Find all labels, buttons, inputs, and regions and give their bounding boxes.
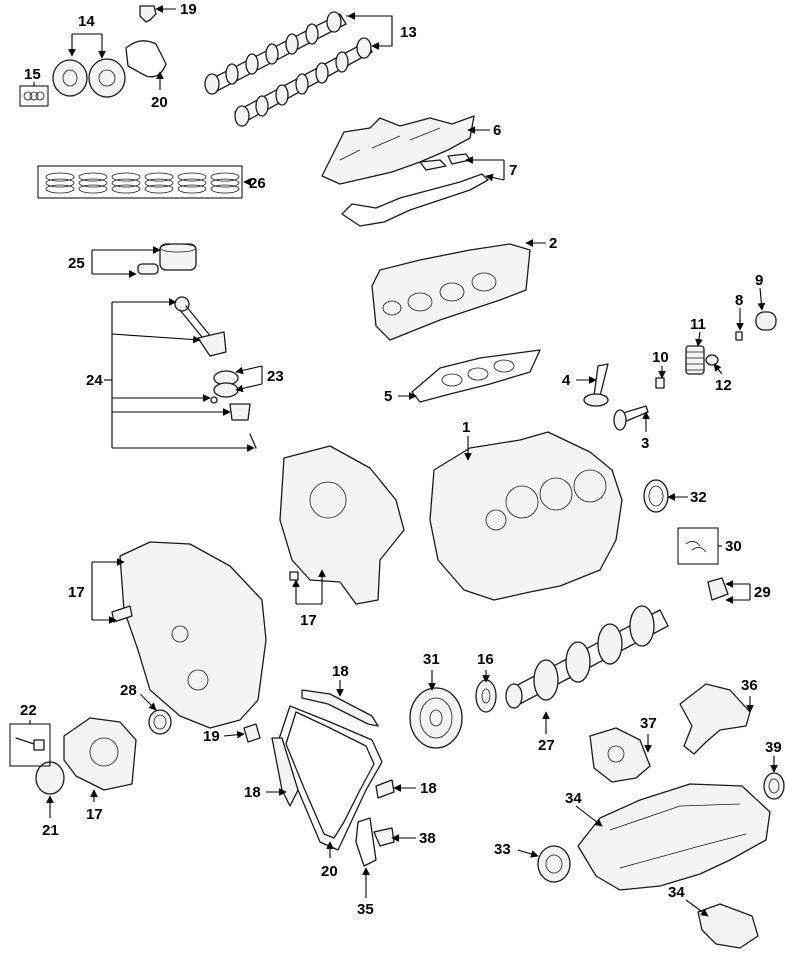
callout-6: 6 — [493, 122, 501, 139]
callout-24: 24 — [86, 372, 103, 389]
spring-seat — [705, 354, 719, 366]
timing-cover-inner — [279, 445, 405, 605]
valve-lifter — [755, 311, 777, 331]
callout-28: 28 — [120, 682, 137, 699]
pump-rotor — [35, 761, 65, 795]
callout-25: 25 — [68, 255, 85, 272]
thrust-bearing — [707, 577, 729, 601]
callout-17-inner: 17 — [300, 612, 317, 629]
callout-36: 36 — [741, 677, 758, 694]
head-gasket — [411, 349, 541, 403]
callout-14: 14 — [78, 13, 95, 30]
callout-12: 12 — [715, 377, 732, 394]
chain-tensioner-guide — [375, 779, 395, 799]
o-ring-set — [19, 85, 49, 107]
crank-pulley — [409, 687, 463, 749]
callout-27: 27 — [538, 737, 555, 754]
engine-block — [429, 431, 623, 601]
callout-21: 21 — [42, 822, 59, 839]
callout-3: 3 — [641, 435, 649, 452]
callout-4: 4 — [562, 372, 571, 389]
callout-13: 13 — [400, 24, 417, 41]
callout-39: 39 — [765, 739, 782, 756]
chain-guide-lower — [271, 737, 299, 807]
piston — [137, 243, 197, 275]
valve-seal — [655, 377, 665, 389]
cam-sprocket-left — [52, 59, 88, 97]
callout-31: 31 — [423, 651, 440, 668]
callout-34-upper: 34 — [565, 790, 582, 807]
callout-18-upper: 18 — [332, 663, 349, 680]
crankshaft — [505, 605, 669, 709]
callout-18-right: 18 — [420, 780, 437, 797]
callout-16: 16 — [477, 651, 494, 668]
callout-15: 15 — [24, 66, 41, 83]
callout-37: 37 — [640, 715, 657, 732]
oil-pump-housing — [63, 717, 137, 791]
callout-19-lower: 19 — [203, 728, 220, 745]
camshaft-upper — [204, 11, 347, 95]
main-bearing-set — [677, 527, 719, 565]
callout-26: 26 — [249, 175, 266, 192]
callout-29: 29 — [754, 584, 771, 601]
timing-cover-outer — [111, 541, 267, 729]
mount-bracket — [679, 683, 751, 755]
oil-filter-adapter — [537, 845, 571, 883]
cylinder-head — [371, 243, 531, 341]
connecting-rod — [174, 296, 257, 449]
oil-pan-upper — [577, 783, 771, 891]
callout-32: 32 — [690, 489, 707, 506]
callout-34-lower: 34 — [668, 884, 685, 901]
piston-ring-set — [37, 165, 243, 199]
valve-cover-gasket — [341, 153, 489, 227]
callout-10: 10 — [652, 349, 669, 366]
callout-22: 22 — [20, 702, 37, 719]
callout-18-left: 18 — [244, 784, 261, 801]
valve-cover — [321, 115, 475, 185]
leader-lines — [29, 5, 778, 917]
pump-seal — [763, 772, 785, 800]
oil-pump — [589, 727, 651, 783]
callout-23: 23 — [267, 368, 284, 385]
callout-8: 8 — [735, 292, 743, 309]
callout-17-outer: 17 — [68, 584, 85, 601]
cover-gasket — [125, 40, 167, 78]
valve-keeper — [735, 331, 743, 341]
valve-spring — [685, 345, 705, 375]
secondary-chain — [355, 817, 377, 867]
camshaft-lower — [234, 37, 373, 127]
callout-11: 11 — [690, 316, 706, 333]
exhaust-valve — [613, 405, 649, 431]
callout-5: 5 — [384, 388, 392, 405]
tensioner — [243, 723, 261, 743]
secondary-tensioner — [373, 827, 395, 847]
callout-1: 1 — [462, 419, 470, 436]
crank-sprocket — [475, 679, 497, 713]
chain-guide-upper — [301, 689, 379, 727]
callout-2: 2 — [549, 235, 557, 252]
callout-33: 33 — [494, 841, 511, 858]
rear-main-seal — [643, 479, 669, 513]
callout-20-bottom: 20 — [321, 863, 338, 880]
callout-9: 9 — [755, 272, 763, 289]
cam-sensor — [139, 5, 157, 23]
callout-7: 7 — [509, 162, 517, 179]
cam-sprocket-right — [88, 58, 126, 98]
callout-20-top: 20 — [151, 94, 168, 111]
oil-pan-lower — [697, 903, 759, 949]
sensor-kit — [9, 723, 51, 767]
callout-30: 30 — [725, 538, 742, 555]
intake-valve — [583, 363, 609, 407]
callout-38: 38 — [419, 830, 436, 847]
callout-17-pump: 17 — [86, 806, 103, 823]
front-crank-seal — [148, 709, 172, 735]
callout-numbers: 1 2 3 4 5 6 7 8 9 10 11 12 13 14 15 16 1… — [20, 1, 782, 918]
callout-35: 35 — [357, 901, 374, 918]
callout-19-top: 19 — [180, 1, 197, 18]
